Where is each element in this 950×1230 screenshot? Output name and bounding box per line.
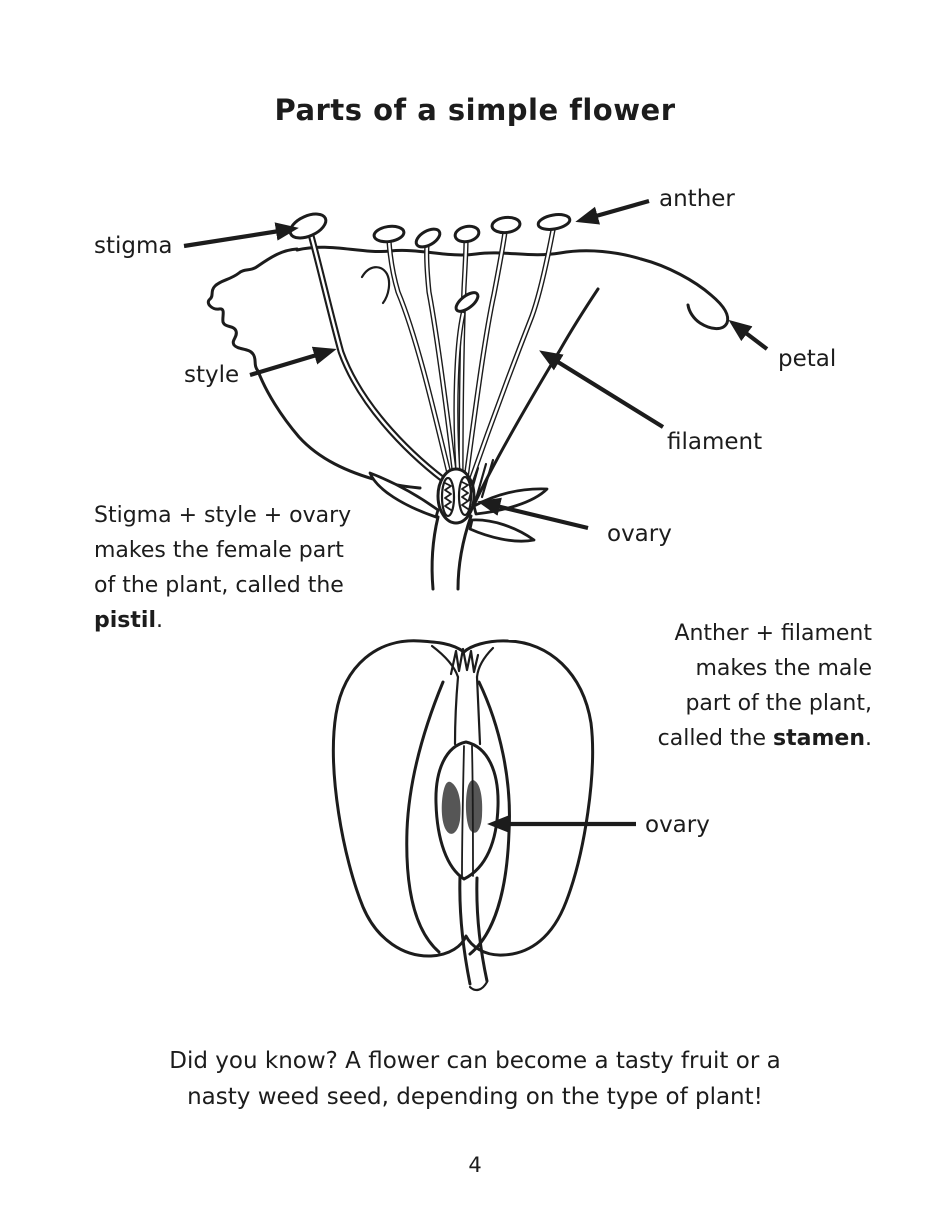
stamens	[386, 227, 556, 489]
pistil-term: pistil	[94, 608, 156, 633]
did-you-know-line1: Did you know? A flower can become a tast…	[169, 1048, 781, 1074]
label-stigma: stigma	[94, 233, 173, 259]
filament-arrow	[539, 350, 665, 429]
label-fruit-ovary: ovary	[645, 812, 710, 838]
stigma-arrow	[183, 222, 299, 249]
pistil	[288, 212, 456, 490]
petal-arrow	[728, 319, 769, 351]
style-arrow	[249, 346, 337, 378]
label-style: style	[184, 362, 240, 388]
pistil-note-line1: Stigma + style + ovary	[94, 503, 352, 528]
did-you-know-line2: nasty weed seed, depending on the type o…	[187, 1084, 763, 1110]
stamen-note-line1: Anther + filament	[674, 621, 872, 646]
stamen-term: stamen	[773, 726, 865, 751]
stamen-note: Anther + filament makes the male part of…	[592, 616, 872, 756]
pistil-note-line4: pistil.	[94, 608, 163, 633]
stigma-shape	[288, 212, 328, 240]
did-you-know-note: Did you know? A flower can become a tast…	[0, 1043, 950, 1115]
fruit-seeds	[441, 780, 483, 834]
callout-arrows	[183, 198, 769, 834]
anthers	[372, 213, 572, 313]
flower-ovary	[436, 467, 476, 525]
stamen-note-line2: makes the male	[695, 656, 872, 681]
label-flower-ovary: ovary	[607, 521, 672, 547]
pistil-note-line3: of the plant, called the	[94, 573, 344, 598]
pistil-note: Stigma + style + ovary makes the female …	[94, 498, 394, 638]
flower-cross-section	[206, 212, 730, 591]
page-number: 4	[468, 1153, 482, 1177]
label-anther: anther	[659, 186, 735, 212]
fruit-cross-section	[331, 639, 595, 992]
pistil-note-line2: makes the female part	[94, 538, 344, 563]
anther-arrow	[575, 198, 650, 225]
label-petal: petal	[778, 346, 837, 372]
stamen-note-line4: called the stamen.	[657, 726, 872, 751]
flower-ovary-arrow	[477, 497, 589, 531]
page-title: Parts of a simple flower	[274, 93, 676, 127]
stamen-note-line3: part of the plant,	[685, 691, 872, 716]
label-filament: filament	[667, 429, 763, 455]
